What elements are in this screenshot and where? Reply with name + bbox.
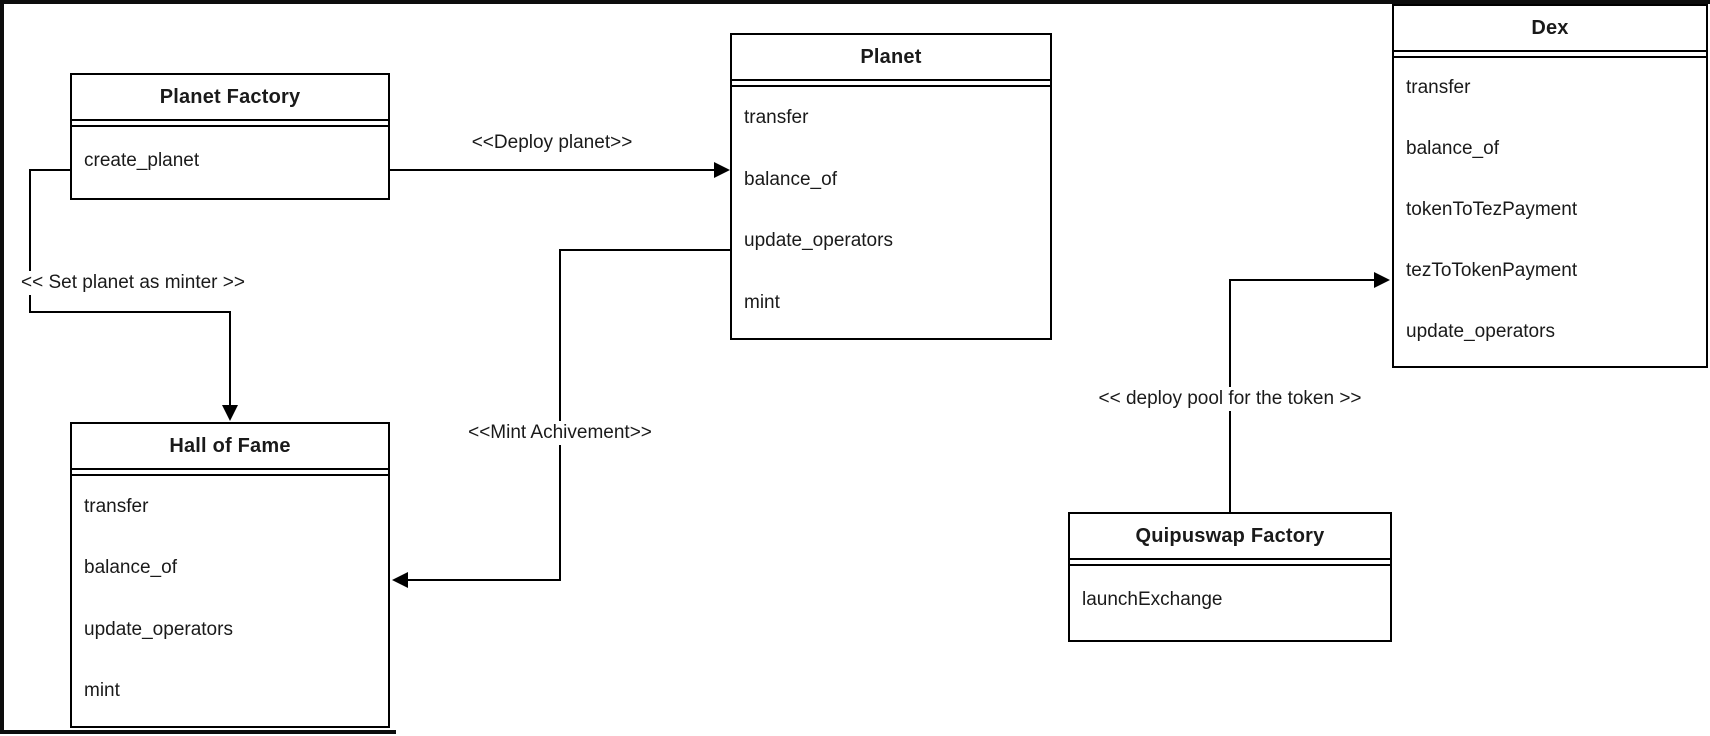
class-title: Quipuswap Factory — [1070, 514, 1390, 560]
class-method: create_planet — [84, 149, 200, 171]
class-method: update_operators — [1406, 320, 1555, 342]
class-method: transfer — [84, 495, 149, 517]
class-method: balance_of — [1406, 138, 1499, 160]
class-method: mint — [84, 680, 120, 702]
class-methods: transfer balance_of tokenToTezPayment te… — [1394, 58, 1706, 362]
class-title: Planet Factory — [72, 75, 388, 121]
class-separator — [1070, 560, 1390, 566]
class-separator — [1394, 52, 1706, 58]
connector-label-deploy-planet: <<Deploy planet>> — [467, 131, 637, 155]
connector-set-planet-as-minter — [29, 169, 238, 421]
class-methods: create_planet — [72, 127, 388, 194]
class-separator — [72, 121, 388, 127]
class-methods: launchExchange — [1070, 566, 1390, 633]
class-method: balance_of — [744, 168, 837, 190]
class-box-planet-factory[interactable]: Planet Factory create_planet — [70, 73, 390, 200]
arrowhead-right-icon — [1374, 272, 1390, 288]
class-separator — [72, 470, 388, 476]
class-method: mint — [744, 292, 780, 314]
arrowhead-right-icon — [714, 162, 730, 178]
canvas-border-top — [0, 0, 1710, 4]
class-box-hall-of-fame[interactable]: Hall of Fame transfer balance_of update_… — [70, 422, 390, 728]
class-method: update_operators — [744, 230, 893, 252]
connector-deploy-planet — [390, 162, 730, 178]
class-method: tezToTokenPayment — [1406, 259, 1578, 281]
class-method: tokenToTezPayment — [1406, 198, 1578, 220]
class-method: transfer — [744, 106, 809, 128]
class-methods: transfer balance_of update_operators min… — [72, 476, 388, 722]
class-method: transfer — [1406, 77, 1471, 99]
canvas-border-bottom — [0, 730, 396, 734]
class-box-quipuswap-factory[interactable]: Quipuswap Factory launchExchange — [1068, 512, 1392, 642]
class-title: Dex — [1394, 6, 1706, 52]
class-box-planet[interactable]: Planet transfer balance_of update_operat… — [730, 33, 1052, 340]
class-separator — [732, 81, 1050, 87]
class-title: Planet — [732, 35, 1050, 81]
arrowhead-down-icon — [222, 405, 238, 421]
connector-label-set-planet-as-minter: << Set planet as minter >> — [17, 271, 249, 295]
connector-label-deploy-pool: << deploy pool for the token >> — [1094, 387, 1366, 411]
class-title: Hall of Fame — [72, 424, 388, 470]
class-methods: transfer balance_of update_operators min… — [732, 87, 1050, 334]
class-box-dex[interactable]: Dex transfer balance_of tokenToTezPaymen… — [1392, 4, 1708, 368]
connector-label-mint-achivement: <<Mint Achivement>> — [464, 421, 656, 445]
canvas-border-left — [0, 0, 4, 734]
class-method: update_operators — [84, 618, 233, 640]
class-method: launchExchange — [1082, 588, 1223, 610]
connector-mint-achivement — [392, 249, 730, 588]
arrowhead-left-icon — [392, 572, 408, 588]
class-method: balance_of — [84, 557, 177, 579]
